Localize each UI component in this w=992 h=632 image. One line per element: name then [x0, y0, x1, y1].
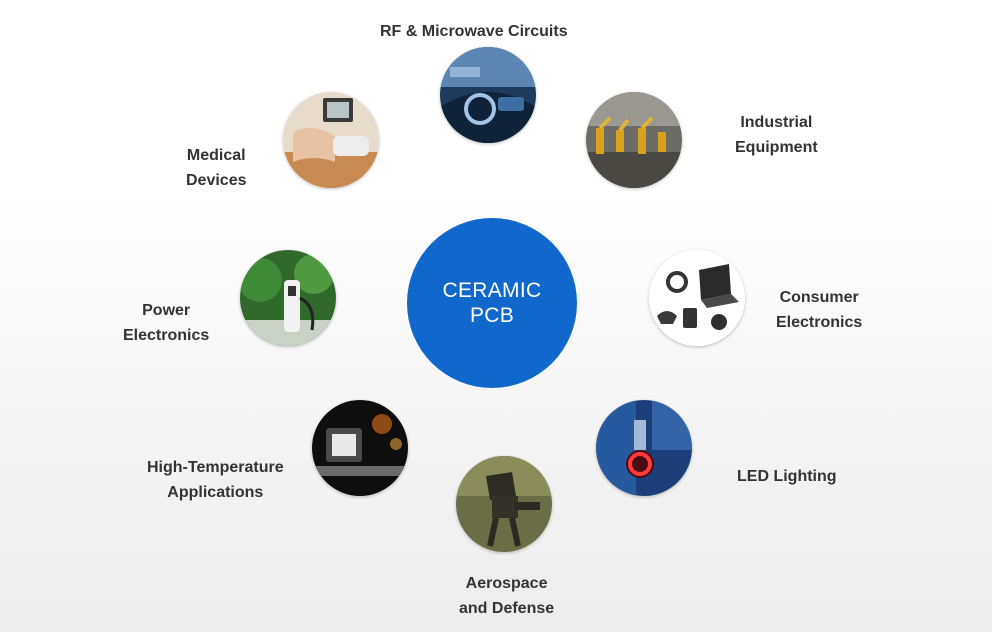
label-aerospace-defense: Aerospace and Defense — [459, 575, 555, 617]
car-dashboard-icon — [440, 47, 536, 143]
label-medical-devices: Medical Devices — [186, 147, 247, 189]
label-high-temperature: High-Temperature Applications — [147, 459, 284, 501]
label-rf-microwave: RF & Microwave Circuits — [380, 23, 568, 40]
robotic-assembly-line-icon — [586, 92, 682, 188]
label-power-electronics: Power Electronics — [123, 302, 210, 344]
label-led-lighting: LED Lighting — [737, 468, 837, 485]
hot-component-icon — [312, 400, 408, 496]
ceramic-pcb-hub: CERAMIC PCB — [407, 218, 577, 388]
hub-title-line2: PCB — [469, 304, 515, 327]
label-consumer-electronics: Consumer Electronics — [776, 289, 863, 331]
blood-pressure-monitor-icon — [283, 92, 379, 188]
military-equipment-icon — [456, 456, 552, 552]
laptop-gadgets-icon — [649, 250, 745, 346]
label-industrial-equipment: Industrial Equipment — [735, 114, 818, 156]
led-lamp-icon — [596, 400, 692, 496]
hub-title-line1: CERAMIC — [442, 279, 542, 302]
ev-charger-icon — [240, 250, 336, 346]
